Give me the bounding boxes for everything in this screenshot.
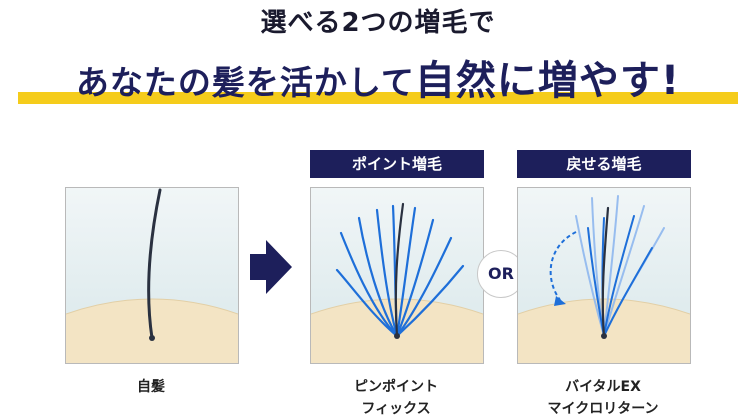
caption-vital-ex: バイタルEX マイクロリターン: [516, 376, 690, 420]
natural-hair-illustration: [66, 188, 238, 363]
caption-line2: フィックス: [361, 401, 431, 417]
caption-line1: 自髪: [137, 379, 165, 395]
headline-main-emphasis: 自然に増やす!: [414, 58, 681, 104]
panel-vital-ex: [517, 187, 691, 364]
caption-pinpoint-fix: ピンポイント フィックス: [309, 376, 483, 420]
pinpoint-hair-illustration: [311, 202, 483, 363]
headline-highlight: [18, 92, 738, 104]
panel-pinpoint-fix: [310, 187, 484, 364]
right-arrow-icon: [250, 240, 292, 294]
headline-main: あなたの髪を活かして自然に増やす!: [0, 48, 756, 106]
caption-line1: バイタルEX: [565, 379, 641, 395]
caption-line2: マイクロリターン: [547, 401, 659, 417]
panel-natural-hair: [65, 187, 239, 364]
tag-reversible-hair: 戻せる増毛: [517, 150, 691, 178]
tag-point-hair: ポイント増毛: [310, 150, 484, 178]
caption-natural-hair: 自髪: [64, 376, 238, 398]
caption-line1: ピンポイント: [354, 379, 438, 395]
vital-ex-hair-illustration: [518, 195, 690, 363]
headline-subtitle: 選べる2つの増毛で: [260, 8, 496, 38]
headline-main-prefix: あなたの髪を活かして: [75, 63, 415, 102]
